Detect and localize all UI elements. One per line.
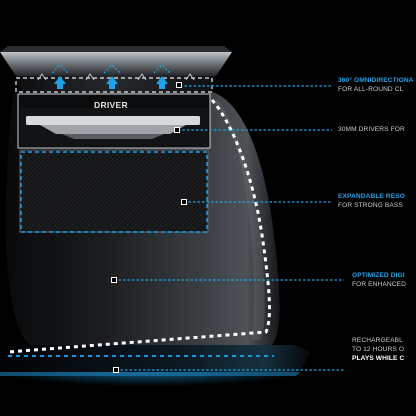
speaker-base-edge — [0, 372, 300, 376]
callout-omnidirectional: 360° OMNIDIRECTIONA FOR ALL-ROUND CL — [338, 76, 414, 94]
callout-line: OPTIMIZED DIGI — [352, 272, 405, 279]
leader-lines — [114, 85, 344, 371]
leader-anchors — [111, 82, 187, 373]
resonance-outline — [20, 151, 208, 233]
callout-line: TO 12 HOURS O — [352, 346, 405, 353]
callout-line: 360° OMNIDIRECTIONA — [338, 77, 414, 84]
callout-line: FOR STRONG BASS — [338, 202, 403, 209]
callout-line: RECHARGEABL — [352, 337, 403, 344]
callout-resonance: EXPANDABLE RESO FOR STRONG BASS — [338, 192, 405, 210]
resonance-chamber — [19, 149, 209, 233]
speaker-top-rim — [0, 46, 232, 52]
driver-label: DRIVER — [94, 100, 128, 110]
sound-wave-arrows — [37, 64, 195, 89]
callout-line: EXPANDABLE RESO — [338, 193, 405, 200]
speaker-top-cap — [0, 52, 232, 76]
callout-line: 30MM DRIVERS FOR — [338, 126, 405, 133]
callout-digital: OPTIMIZED DIGI FOR ENHANCED — [352, 271, 406, 289]
driver-element — [26, 116, 200, 139]
callout-line: PLAYS WHILE C — [352, 355, 405, 362]
speaker-body-highlight — [212, 100, 265, 340]
dashed-outlines — [15, 77, 213, 233]
top-vents-outline — [15, 77, 213, 93]
callout-line: FOR ALL-ROUND CL — [338, 86, 404, 93]
speaker-base — [0, 345, 310, 372]
callout-battery: RECHARGEABL TO 12 HOURS O PLAYS WHILE C — [352, 336, 404, 363]
body-contour-dash — [7, 98, 271, 354]
callout-line: FOR ENHANCED — [352, 281, 406, 288]
speaker-top-cap-face — [16, 76, 216, 94]
callout-drivers: 30MM DRIVERS FOR — [338, 125, 405, 134]
